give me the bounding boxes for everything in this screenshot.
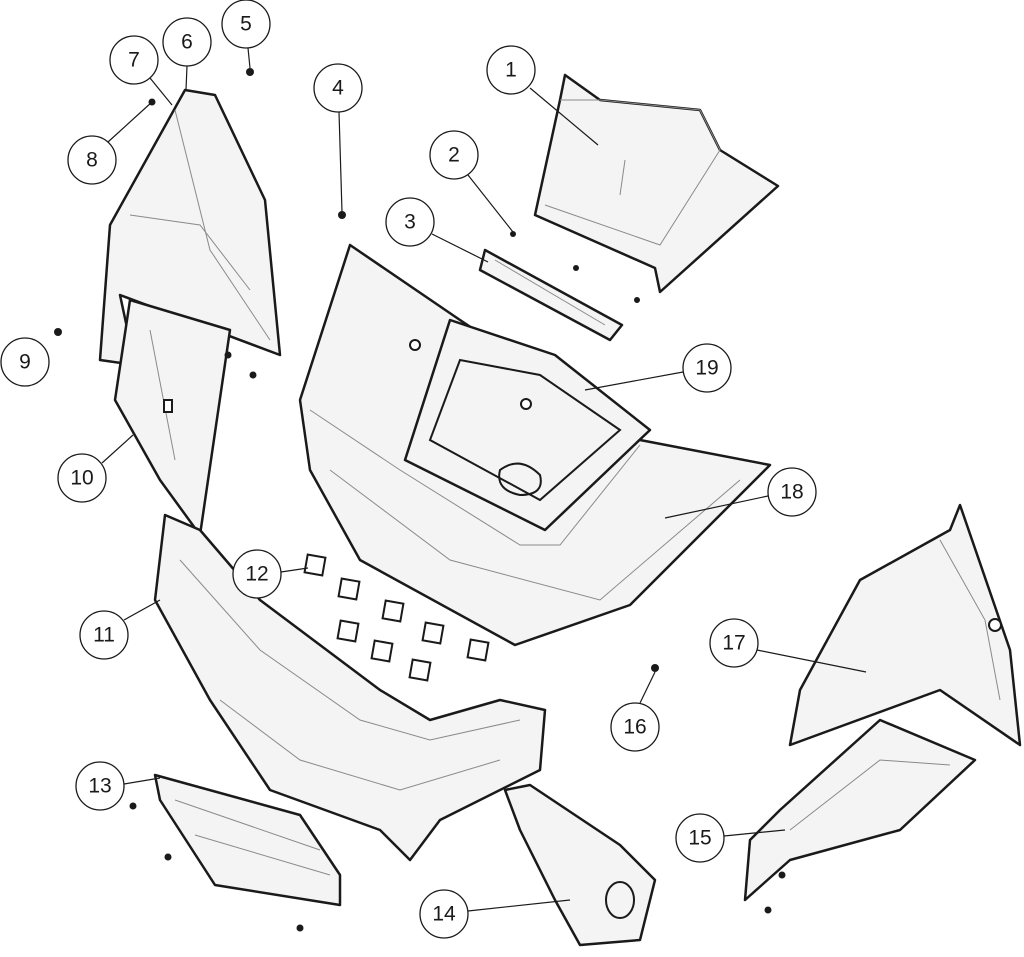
- callout-11: 11: [79, 599, 161, 660]
- part-10-side-panel: [113, 298, 232, 537]
- callout-7: 7: [109, 35, 173, 106]
- svg-text:4: 4: [332, 77, 344, 100]
- callout-10: 10: [57, 434, 134, 503]
- svg-text:5: 5: [240, 13, 252, 36]
- svg-text:8: 8: [86, 149, 98, 172]
- part-13-grille: [153, 773, 342, 907]
- svg-text:3: 3: [404, 211, 416, 234]
- part-1-top-cover: [533, 73, 780, 294]
- callout-6: 6: [162, 17, 212, 91]
- screws: [54, 68, 786, 932]
- svg-text:10: 10: [70, 467, 93, 490]
- callout-19: 19: [584, 343, 732, 393]
- svg-text:9: 9: [19, 351, 31, 374]
- svg-text:19: 19: [695, 357, 718, 380]
- svg-text:14: 14: [432, 903, 456, 926]
- svg-text:2: 2: [448, 144, 460, 167]
- svg-text:18: 18: [780, 481, 803, 504]
- callout-18: 18: [664, 467, 817, 519]
- callout-15: 15: [675, 813, 786, 863]
- part-12-pads: [303, 553, 490, 682]
- callout-8: 8: [67, 101, 153, 185]
- svg-text:17: 17: [722, 632, 745, 655]
- callout-16: 16: [610, 671, 660, 752]
- callout-3: 3: [385, 197, 489, 263]
- svg-text:12: 12: [245, 563, 268, 586]
- part-6-upper-side-panel: [98, 88, 282, 367]
- callout-17: 17: [709, 618, 867, 673]
- part-14-lower-side-panel: [503, 783, 657, 947]
- part-19-inner-frame: [403, 318, 652, 532]
- callout-2: 2: [429, 130, 514, 233]
- callout-9: 9: [0, 337, 50, 387]
- svg-text:1: 1: [505, 59, 517, 82]
- svg-text:16: 16: [623, 716, 646, 739]
- callout-5: 5: [221, 0, 271, 69]
- svg-text:13: 13: [88, 775, 111, 798]
- svg-text:15: 15: [688, 827, 711, 850]
- part-17-right-fender: [788, 503, 1022, 747]
- callout-4: 4: [313, 63, 363, 213]
- callout-12: 12: [232, 549, 309, 599]
- part-3-bracket: [478, 248, 624, 342]
- callout-13: 13: [75, 761, 161, 811]
- part-11-front-bumper: [153, 513, 547, 862]
- part-15-right-lower-panel: [743, 718, 977, 902]
- callout-1: 1: [486, 45, 599, 146]
- svg-text:6: 6: [181, 31, 193, 54]
- svg-text:7: 7: [128, 49, 140, 72]
- callout-14: 14: [419, 889, 571, 939]
- svg-text:11: 11: [93, 624, 115, 647]
